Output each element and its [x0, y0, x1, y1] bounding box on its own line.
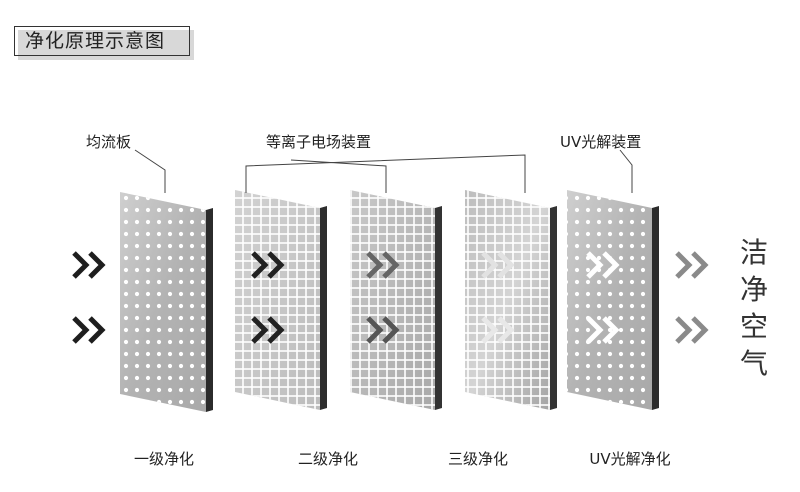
- plasma-grid-panel-1: [235, 190, 327, 410]
- uv-photolysis-panel: [567, 190, 659, 410]
- callout-lines: [134, 149, 633, 193]
- stage-label-2: 二级净化: [297, 450, 358, 468]
- stage-label-3: 三级净化: [447, 450, 508, 468]
- stage-label-1: 一级净化: [133, 450, 194, 468]
- stage-label-4: UV光解净化: [589, 450, 671, 468]
- clean-air-char-4: 气: [739, 347, 768, 380]
- clean-air-char-2: 净: [739, 273, 768, 306]
- label-plasma-device: 等离子电场装置: [266, 133, 372, 151]
- clean-air-label: 洁 净 空 气: [738, 234, 770, 382]
- page-title: 净化原理示意图: [14, 26, 190, 56]
- label-flow-plate: 均流板: [86, 133, 132, 151]
- flow-plate-panel: [120, 192, 213, 412]
- plasma-grid-panel-3: [465, 190, 557, 410]
- clean-air-char-1: 洁: [739, 236, 768, 269]
- clean-air-char-3: 空: [739, 310, 768, 343]
- double-chevron-right-icon: [72, 251, 709, 344]
- plasma-grid-panel-2: [350, 190, 442, 410]
- label-uv-device: UV光解装置: [560, 133, 642, 151]
